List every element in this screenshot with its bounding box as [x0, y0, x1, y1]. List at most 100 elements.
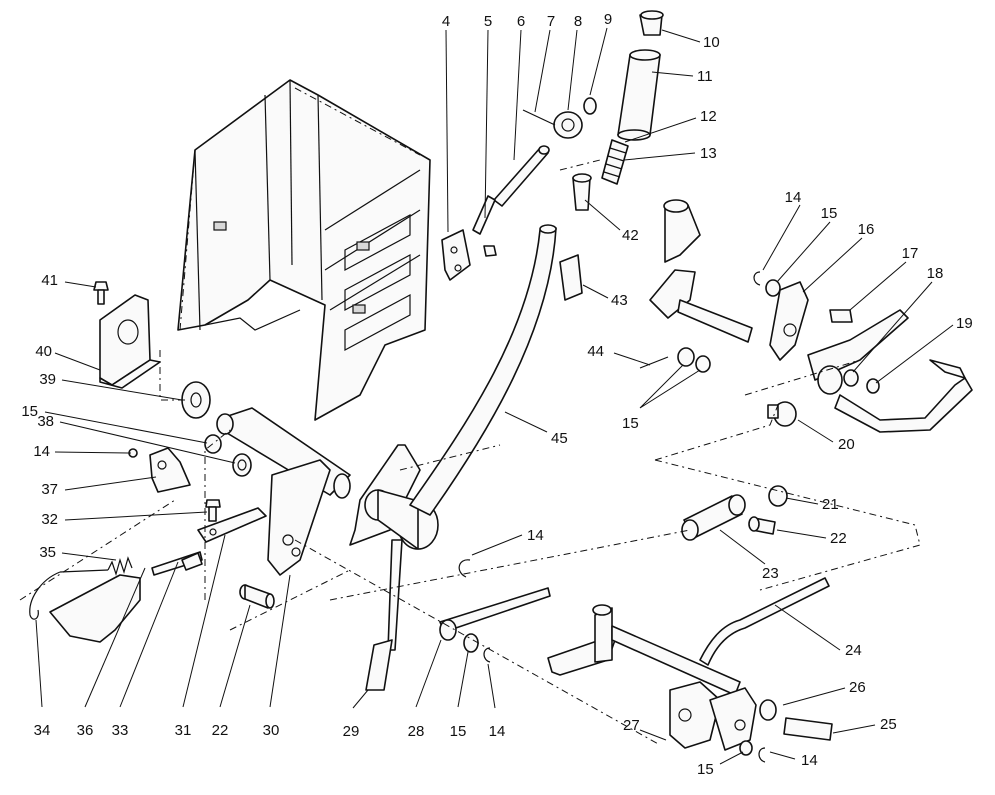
callout-45: 45	[551, 430, 568, 447]
callout-29: 29	[343, 723, 360, 740]
callout-14-right: 14	[801, 752, 818, 769]
callout-43: 43	[611, 292, 628, 309]
pedal-shaft-upper	[649, 199, 753, 343]
link-plate-31	[197, 507, 267, 543]
e-clip-14-right	[758, 747, 766, 763]
callout-32: 32	[41, 511, 58, 528]
e-clip-14-lower	[483, 647, 491, 663]
washer-9	[583, 97, 597, 115]
callout-39: 39	[39, 371, 56, 388]
callout-36: 36	[77, 722, 94, 739]
callout-15-mid: 15	[622, 415, 639, 432]
callout-labels: 4 5 6 7 8 9 10 11 12 13 42 43 45 14 15 1…	[21, 11, 972, 778]
callout-25: 25	[880, 716, 897, 733]
grip-pad-43	[559, 254, 583, 301]
washer-18	[843, 369, 859, 387]
washers-15-44	[639, 347, 711, 373]
callout-12: 12	[700, 108, 717, 125]
bolt-41	[93, 281, 109, 305]
callout-4: 4	[442, 13, 450, 30]
callout-11: 11	[697, 68, 713, 85]
callout-15-upper: 15	[821, 205, 838, 222]
foot-pedal	[834, 359, 973, 433]
callout-22-right: 22	[830, 530, 847, 547]
mounting-bracket	[99, 294, 161, 389]
callout-7: 7	[547, 13, 555, 30]
pin-5	[472, 195, 496, 235]
callout-33: 33	[112, 722, 129, 739]
link-23	[681, 494, 746, 541]
rod-34	[29, 569, 109, 620]
callout-38: 38	[37, 413, 54, 430]
lever-pivot-housing	[349, 444, 439, 550]
callout-18: 18	[927, 265, 944, 282]
spacer-21	[768, 485, 788, 507]
callout-16: 16	[858, 221, 875, 238]
callout-14-lever: 14	[527, 527, 544, 544]
callout-23: 23	[762, 565, 779, 582]
callout-24: 24	[845, 642, 862, 659]
leader-lines	[35, 27, 954, 765]
callout-42: 42	[622, 227, 639, 244]
stop-20	[767, 401, 797, 427]
callout-15-lower: 15	[450, 723, 467, 740]
lever-45	[409, 224, 557, 516]
callout-14-left: 14	[33, 443, 50, 460]
callout-31: 31	[175, 722, 192, 739]
callout-14-upper: 14	[785, 189, 802, 206]
callout-44: 44	[587, 343, 604, 360]
callout-28: 28	[408, 723, 425, 740]
callout-35: 35	[39, 544, 56, 561]
washer-15-lower	[463, 633, 479, 653]
lower-bracket-27	[547, 604, 757, 751]
e-clip-14-lever	[458, 559, 471, 578]
bushing-38	[232, 453, 252, 477]
rod-28	[439, 587, 551, 641]
bolt-17	[829, 309, 853, 323]
phantom-lines	[19, 159, 921, 746]
spring-13	[601, 139, 629, 185]
bolt-32	[205, 499, 221, 522]
callout-15-left: 15	[21, 403, 38, 420]
nut-19	[866, 378, 880, 394]
pedal-bracket	[807, 309, 909, 395]
rod-25	[783, 717, 833, 741]
callout-26: 26	[849, 679, 866, 696]
callout-14-lower: 14	[489, 723, 506, 740]
screw	[483, 245, 497, 257]
callout-41: 41	[41, 272, 58, 289]
knob-10	[639, 10, 664, 36]
callout-27: 27	[623, 717, 640, 734]
callout-30: 30	[263, 722, 280, 739]
pedal-arm-16	[769, 281, 809, 361]
callout-17: 17	[902, 245, 919, 262]
spring-35	[107, 556, 133, 577]
callout-40: 40	[35, 343, 52, 360]
callout-21: 21	[822, 496, 839, 513]
washer-15-upper	[765, 279, 781, 297]
pin-7	[522, 109, 556, 126]
callout-9: 9	[604, 11, 612, 28]
callout-19: 19	[956, 315, 973, 332]
callout-10: 10	[703, 34, 720, 51]
grip-11	[617, 49, 661, 141]
washer-39	[181, 381, 211, 419]
callout-5: 5	[484, 13, 492, 30]
bushing-42	[572, 173, 592, 211]
detent-plate-4	[441, 229, 471, 281]
rod-24	[699, 577, 830, 666]
nut-8	[553, 111, 583, 139]
washer-15-right	[739, 740, 753, 756]
callout-8: 8	[574, 13, 582, 30]
callout-6: 6	[517, 13, 525, 30]
callout-34: 34	[34, 722, 51, 739]
pin-22-lower	[239, 584, 275, 609]
console-cover	[177, 79, 431, 421]
callout-20: 20	[838, 436, 855, 453]
bracket-37	[149, 447, 191, 493]
callout-22-lower: 22	[212, 722, 229, 739]
plate-36	[49, 574, 141, 643]
link-rod-29	[365, 539, 403, 691]
